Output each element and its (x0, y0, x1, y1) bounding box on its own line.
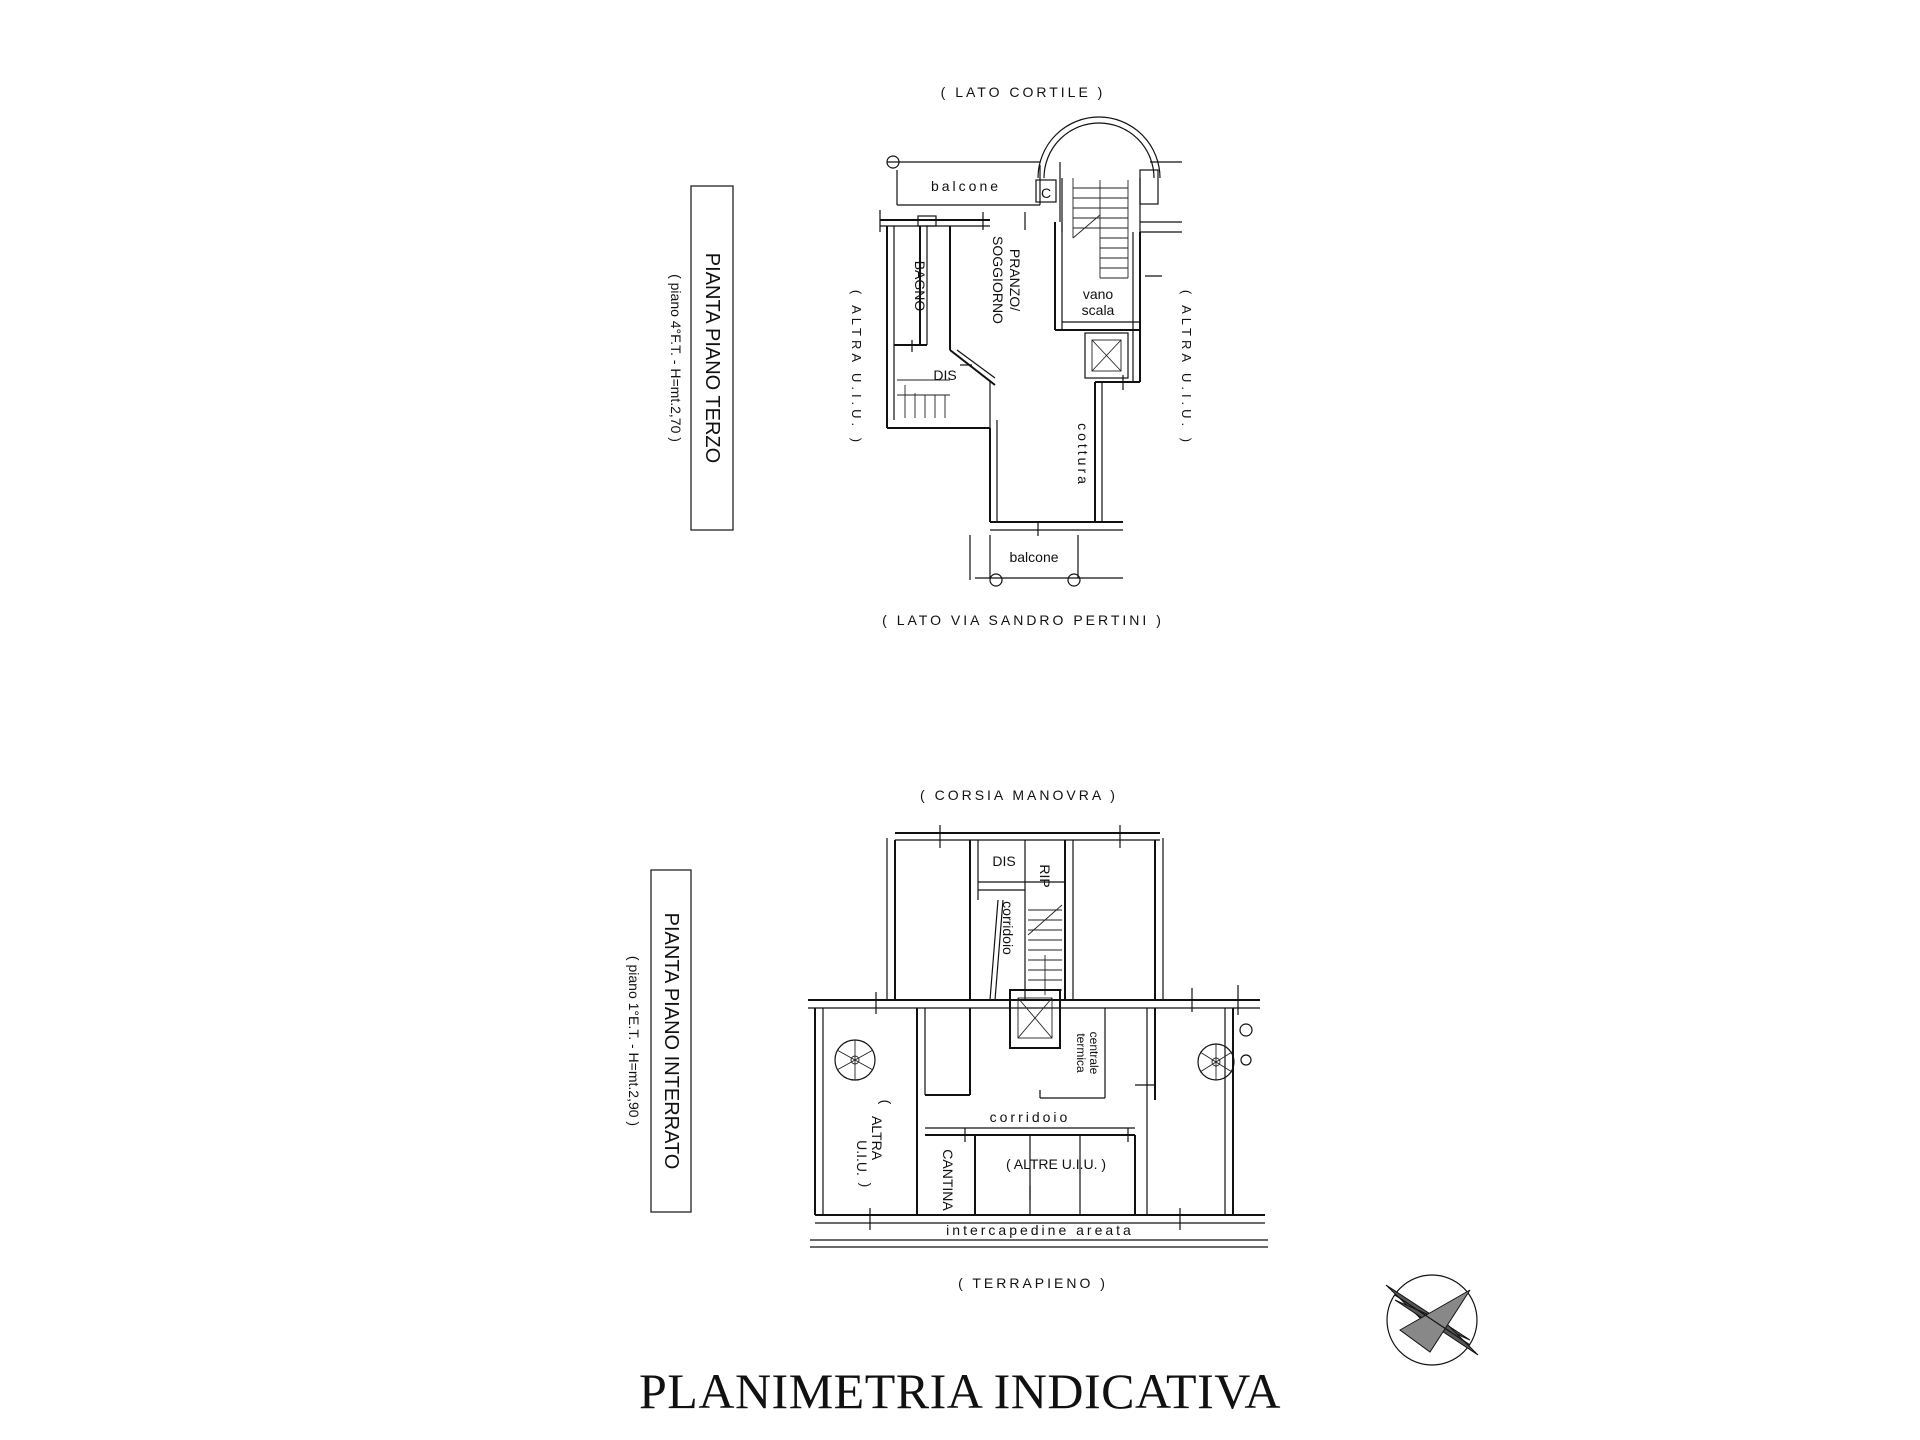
room-corridoio-vertical: corridoio (1000, 901, 1016, 955)
room-vano-scala-line1: vano (1083, 286, 1114, 302)
room-balcone-bottom: balcone (1009, 549, 1058, 565)
room-balcone-top: balcone (931, 178, 1001, 194)
upper-plan-stairwell (1035, 116, 1161, 379)
room-c: C (1041, 185, 1051, 201)
lower-side-top-label: ( CORSIA MANOVRA ) (920, 787, 1118, 803)
room-altre-uiu: ( ALTRE U.I.U. ) (1006, 1156, 1106, 1172)
upper-side-left-label: ( ALTRA U.I.U. ) (849, 290, 864, 446)
upper-plan-title-box: PIANTA PIANO TERZO ( piano 4°F.T. - H=mt… (668, 185, 734, 531)
room-intercapedine-areata: intercapedine areata (946, 1222, 1134, 1238)
room-centrale-termica-line2: termica (1074, 1033, 1088, 1073)
upper-side-bottom-label: ( LATO VIA SANDRO PERTINI ) (882, 612, 1164, 628)
room-altra-uiu-open: ( (878, 1100, 894, 1105)
lower-side-bottom-label: ( TERRAPIENO ) (958, 1275, 1108, 1291)
lower-plan-walls (808, 825, 1268, 1248)
room-altra-uiu-close: ) (858, 1183, 874, 1188)
room-altra-uiu-line2: U.I.U. (854, 1140, 870, 1176)
room-centrale-termica-line1: centrale (1087, 1032, 1101, 1075)
lower-plan-subtitle: ( piano 1°E.T. - H=mt.2,90 ) (626, 956, 642, 1126)
upper-plan-title: PIANTA PIANO TERZO (701, 253, 723, 463)
north-arrow-icon (1385, 1274, 1479, 1366)
room-pranzo-soggiorno-line1: PRANZO/ (1007, 249, 1023, 311)
upper-side-right-label: ( ALTRA U.I.U. ) (1179, 290, 1194, 446)
upper-floor-plan: PIANTA PIANO TERZO ( piano 4°F.T. - H=mt… (668, 84, 1194, 628)
room-altra-uiu-line1: ALTRA (869, 1116, 885, 1161)
room-vano-scala-line2: scala (1082, 302, 1115, 318)
main-title: PLANIMETRIA INDICATIVA (638, 1363, 1281, 1419)
room-cantina: CANTINA (940, 1149, 956, 1211)
room-rip: RIP (1037, 864, 1053, 887)
room-corridoio: corridoio (990, 1109, 1071, 1125)
upper-plan-walls (879, 155, 1182, 587)
room-dis-lower: DIS (992, 853, 1015, 869)
room-pranzo-soggiorno-line2: SOGGIORNO (990, 236, 1006, 324)
room-dis-upper: DIS (933, 367, 956, 383)
upper-side-top-label: ( LATO CORTILE ) (941, 84, 1106, 100)
lower-plan-title-box: PIANTA PIANO INTERRATO ( piano 1°E.T. - … (626, 869, 692, 1213)
room-cottura: cottura (1075, 423, 1091, 487)
room-bagno: BAGNO (912, 261, 928, 312)
lower-floor-plan: PIANTA PIANO INTERRATO ( piano 1°E.T. - … (626, 787, 1268, 1291)
upper-plan-subtitle: ( piano 4°F.T. - H=mt.2,70 ) (668, 274, 684, 442)
lower-plan-title: PIANTA PIANO INTERRATO (660, 913, 682, 1170)
